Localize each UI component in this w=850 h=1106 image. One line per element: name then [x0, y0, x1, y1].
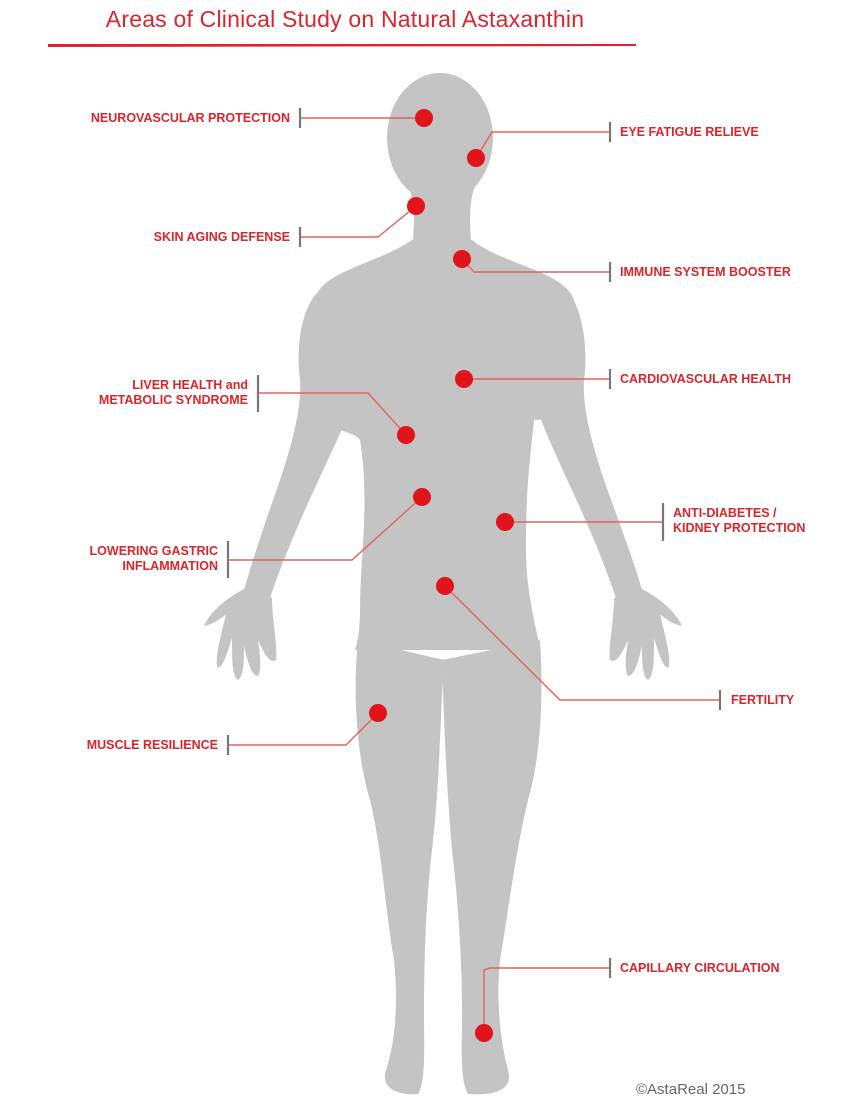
label-liver: LIVER HEALTH and METABOLIC SYNDROME — [99, 378, 248, 408]
label-neurovascular: NEUROVASCULAR PROTECTION — [91, 111, 290, 126]
label-capillary: CAPILLARY CIRCULATION — [620, 961, 780, 976]
marker-fertility — [436, 577, 454, 595]
marker-gastric — [413, 488, 431, 506]
title-underline — [48, 44, 636, 47]
label-immune: IMMUNE SYSTEM BOOSTER — [620, 265, 791, 280]
label-gastric: LOWERING GASTRIC INFLAMMATION — [90, 544, 218, 574]
copyright-notice: ©AstaReal 2015 — [636, 1081, 745, 1098]
leader-eye — [476, 132, 610, 158]
label-fertility: FERTILITY — [731, 693, 794, 708]
marker-cardio — [455, 370, 473, 388]
label-muscle: MUSCLE RESILIENCE — [87, 738, 218, 753]
leader-capillary — [484, 968, 610, 1033]
marker-immune — [453, 250, 471, 268]
marker-eye — [467, 149, 485, 167]
marker-capillary — [475, 1024, 493, 1042]
label-cardio: CARDIOVASCULAR HEALTH — [620, 372, 791, 387]
marker-muscle — [369, 704, 387, 722]
leader-skin — [300, 206, 416, 237]
label-skin: SKIN AGING DEFENSE — [154, 230, 290, 245]
label-diabetes: ANTI-DIABETES / KIDNEY PROTECTION — [673, 506, 805, 536]
marker-liver — [397, 426, 415, 444]
label-eye: EYE FATIGUE RELIEVE — [620, 125, 759, 140]
leader-muscle — [228, 713, 378, 745]
marker-diabetes — [496, 513, 514, 531]
marker-neurovascular — [415, 109, 433, 127]
marker-skin — [407, 197, 425, 215]
